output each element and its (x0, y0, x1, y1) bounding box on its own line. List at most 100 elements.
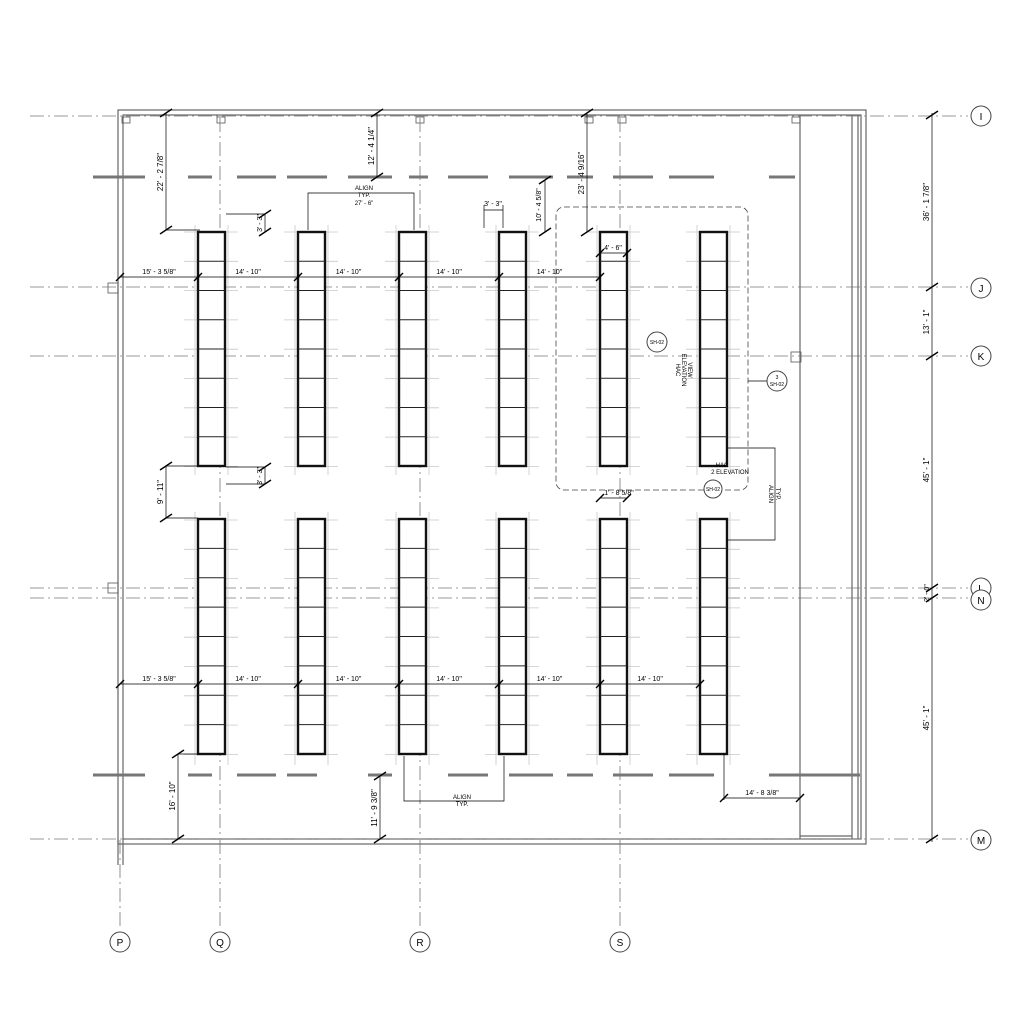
rack (497, 517, 528, 756)
grid-bubble-p: P (109, 931, 131, 953)
dim-right-2: 13' - 1" (922, 309, 931, 334)
row1-dimensions: 15' - 3 5/8" 14' - 10" 14' - 10" 14' - 10" 1… (115, 269, 605, 282)
rack (296, 230, 327, 468)
dim-rack-offset-top: 3' - 3" (257, 214, 264, 232)
grid-bubble-circle (970, 345, 992, 367)
rack-guides (184, 225, 740, 765)
section-bubble (766, 370, 788, 392)
dim-bottom-center: 11' - 9 3/8" (370, 789, 379, 827)
racks (196, 230, 729, 756)
top-dimensions: 22' - 2 7/8" 12' - 4 1/4" 23' - 4 9/16" … (156, 108, 594, 489)
grid-bubble-circle (970, 105, 992, 127)
row2-dim-5: 14' - 10" (537, 676, 563, 683)
rack (397, 230, 428, 468)
grid-bubble-n: N (970, 589, 992, 611)
row1-dim-5: 14' - 10" (537, 269, 563, 276)
row1-dim-2: 14' - 10" (235, 269, 261, 276)
row2-dim-1: 15' - 3 5/8" (142, 676, 176, 683)
grid-bubble-label: N (977, 596, 984, 607)
elevation-view-ref: SH-02 (650, 340, 664, 346)
grid-bubble-circle (209, 931, 231, 953)
dimension-tick (115, 272, 125, 282)
rack (196, 230, 227, 468)
dimension-tick (115, 679, 125, 689)
dimension-tick (595, 679, 605, 689)
dim-rack-width: 4' - 6" (604, 245, 622, 252)
row1-dim-3: 14' - 10" (336, 269, 362, 276)
row2-dim-2: 14' - 10" (235, 676, 261, 683)
rack-width-dimension: 4' - 6" 1' - 8 5/8" (595, 245, 634, 503)
row2-dim-4: 14' - 10" (436, 676, 462, 683)
dim-right-1: 36' - 1 7/8" (922, 183, 931, 221)
dim-right-4: 2' - 0" (924, 584, 931, 602)
grid-bubble-i: I (970, 105, 992, 127)
dim-rack-offset-bottom: 3' - 3" (257, 467, 264, 485)
dim-rack-gap-left: 9' - 11" (156, 480, 165, 504)
hac-elevation-2-callout: HAC 2 ELEVATION SH-02 (703, 463, 749, 499)
align-top-line1: ALIGN (355, 186, 373, 192)
align-right-line1: ALIGN (767, 485, 773, 503)
elevation-2-text-2: 2 ELEVATION (711, 470, 749, 476)
grid-bubble-circle (109, 931, 131, 953)
grid-bubble-circle (409, 931, 431, 953)
dimension-tick (695, 679, 705, 689)
dimension-tick (595, 272, 605, 282)
column-marker (790, 351, 802, 363)
section-callout: 3 SH-02 (748, 370, 788, 392)
dim-right-5: 45' - 1" (922, 705, 931, 730)
rack-gap-dimension: 9' - 11" (156, 461, 198, 523)
align-bottom-callout: ALIGN TYP. (403, 756, 505, 808)
dimension-tick (494, 679, 504, 689)
row1-dim-4: 14' - 10" (436, 269, 462, 276)
rack (497, 230, 528, 468)
grid-bubble-q: Q (209, 931, 231, 953)
elevation-view-bubble (646, 331, 668, 353)
row1-dim-1: 15' - 3 5/8" (142, 269, 176, 276)
column-marker (121, 116, 131, 124)
section-num: 3 (776, 375, 779, 381)
row2-dim-6: 14' - 10" (637, 676, 663, 683)
align-right-line2: TYP. (774, 488, 780, 501)
align-bottom-line2: TYP. (456, 802, 469, 808)
grid-bubble-label: J (979, 284, 984, 295)
row2-dimensions: 15' - 3 5/8" 14' - 10" 14' - 10" 14' - 10" 1… (115, 676, 705, 689)
column-marker (791, 116, 801, 124)
elevation-2-text-1: HAC (716, 463, 729, 469)
rack (598, 517, 629, 756)
grid-bubble-label: M (977, 836, 985, 847)
dimension-tick (193, 679, 203, 689)
dim-bottom-left: 16' - 10" (168, 781, 177, 810)
align-top-line3: 27' - 6" (355, 201, 374, 207)
rack (296, 517, 327, 756)
grid-bubble-label: S (617, 938, 624, 949)
dim-rack-bottom-offset: 1' - 8 5/8" (604, 490, 634, 497)
dimension-tick (394, 679, 404, 689)
grid-bubble-s: S (609, 931, 631, 953)
grid-bubble-circle (609, 931, 631, 953)
grid-bubble-label: P (117, 938, 124, 949)
section-ref: SH-02 (770, 382, 784, 388)
grid-bubble-r: R (409, 931, 431, 953)
dim-top-right: 23' - 4 9/16" (577, 152, 586, 195)
dimension-tick (394, 272, 404, 282)
elevation-view-text-3: VIEW (686, 362, 692, 378)
grid-bubble-circle (970, 589, 992, 611)
dimension-tick (293, 272, 303, 282)
elevation-view-text-2: ELEVATION (680, 354, 686, 387)
grid-bubble-k: K (970, 345, 992, 367)
align-top-line2: TYP. (358, 193, 371, 199)
dimension-tick (193, 272, 203, 282)
grid-bubble-m: M (970, 829, 992, 851)
column-marker (617, 116, 627, 124)
grid-bubble-j: J (970, 277, 992, 299)
dim-top-small: 10' - 4 5/8" (536, 188, 543, 222)
dimension-tick (293, 679, 303, 689)
building-walls (117, 109, 867, 865)
grid-bubble-circle (970, 829, 992, 851)
rack (698, 230, 729, 468)
row2-dim-3: 14' - 10" (336, 676, 362, 683)
rack (196, 517, 227, 756)
grid-bubble-label: K (978, 352, 985, 363)
rack (598, 230, 629, 468)
bottom-dimensions: 16' - 10" 11' - 9 3/8" 14' - 8 3/8" (168, 749, 805, 844)
